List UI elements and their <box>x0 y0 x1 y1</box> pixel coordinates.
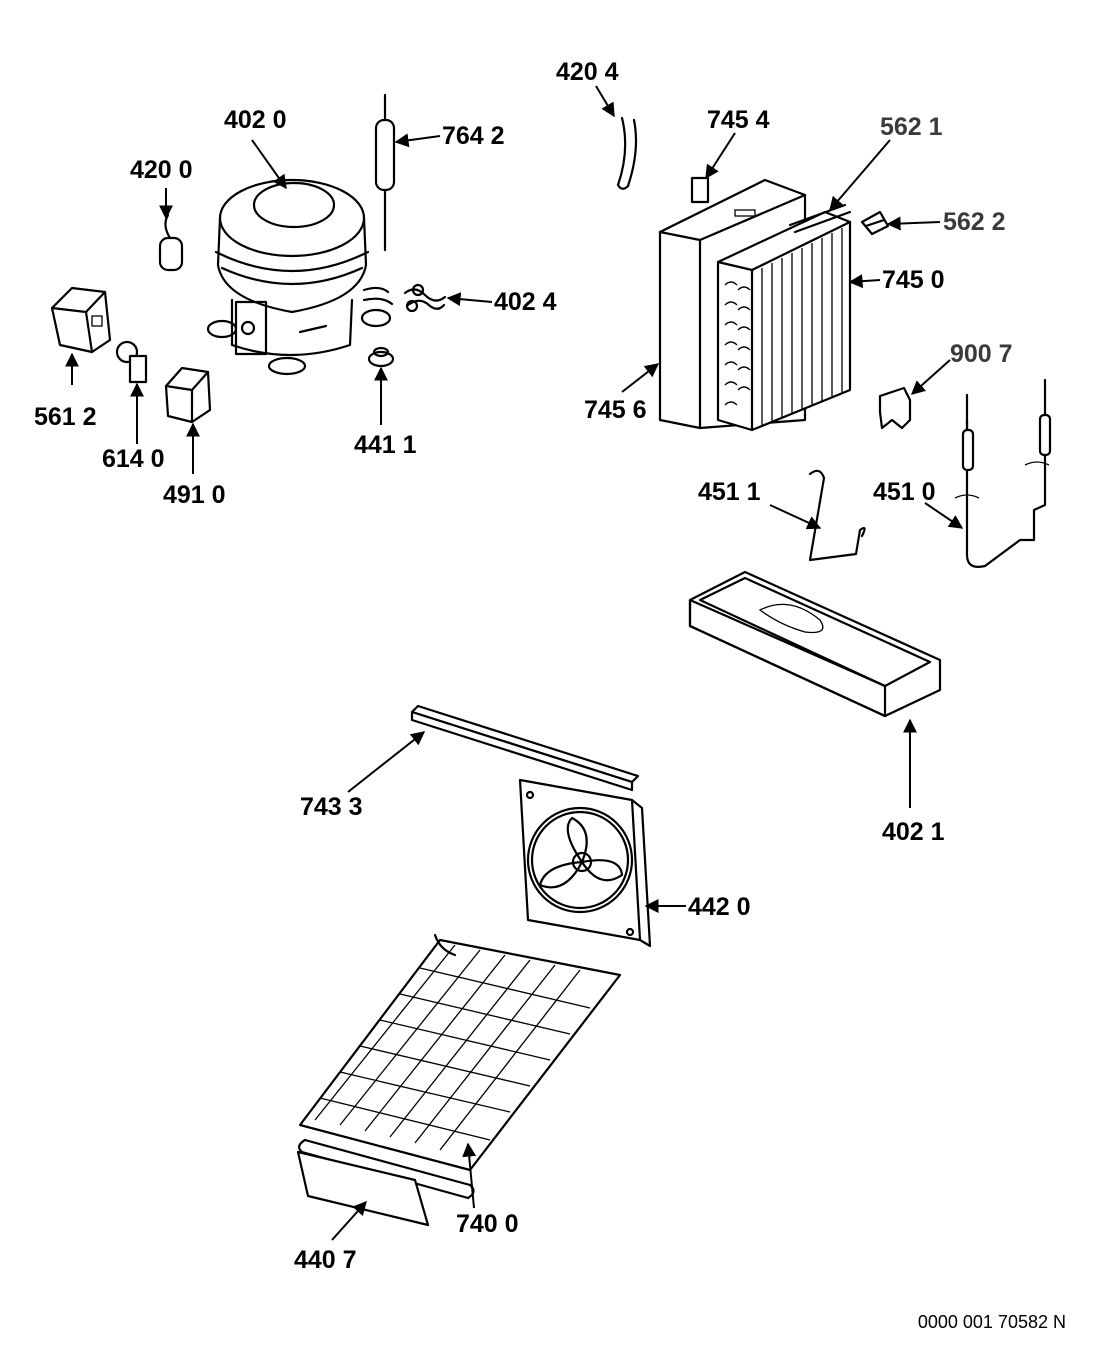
label-402-1: 402 1 <box>882 818 945 846</box>
rating-plate <box>296 1150 430 1227</box>
label-743-3: 743 3 <box>300 793 363 821</box>
label-451-0: 451 0 <box>873 478 936 506</box>
grommet <box>367 346 395 368</box>
leader-lines <box>65 85 964 1241</box>
label-562-2: 562 2 <box>943 208 1006 236</box>
cover-clip <box>690 176 710 204</box>
capacitor <box>158 213 184 272</box>
compressor <box>206 178 394 376</box>
condenser-fan <box>518 778 652 948</box>
seal-strip <box>410 704 640 792</box>
holder-clip <box>878 386 912 430</box>
starter-relay <box>50 286 112 354</box>
label-451-1: 451 1 <box>698 478 761 506</box>
label-900-7: 900 7 <box>950 340 1013 368</box>
filter-drier <box>374 93 396 252</box>
label-491-0: 491 0 <box>163 481 226 509</box>
part-labels: 402 0 764 2 420 0 420 4 745 4 562 1 562 … <box>34 58 1013 1274</box>
rubber-tube <box>616 116 638 190</box>
label-745-4: 745 4 <box>707 106 770 134</box>
label-440-7: 440 7 <box>294 1246 357 1274</box>
document-number: 0000 001 70582 N <box>918 1312 1066 1332</box>
label-441-1: 441 1 <box>354 431 417 459</box>
label-420-4: 420 4 <box>556 58 619 86</box>
label-764-2: 764 2 <box>442 122 505 150</box>
overload-protector <box>115 340 148 384</box>
drip-tray <box>688 570 942 718</box>
drain-heater <box>954 378 1052 568</box>
label-402-0: 402 0 <box>224 106 287 134</box>
label-562-1: 562 1 <box>880 113 943 141</box>
label-745-0: 745 0 <box>882 266 945 294</box>
clip <box>403 283 447 313</box>
label-740-0: 740 0 <box>456 1210 519 1238</box>
hanger-wire <box>808 469 866 562</box>
label-420-0: 420 0 <box>130 156 193 184</box>
label-442-0: 442 0 <box>688 893 751 921</box>
relay-cover <box>164 366 212 424</box>
bracket <box>860 210 890 236</box>
condenser-coil <box>298 933 622 1200</box>
label-745-6: 745 6 <box>584 396 647 424</box>
evaporator <box>716 203 852 432</box>
label-402-4: 402 4 <box>494 288 557 316</box>
label-561-2: 561 2 <box>34 403 97 431</box>
label-614-0: 614 0 <box>102 445 165 473</box>
